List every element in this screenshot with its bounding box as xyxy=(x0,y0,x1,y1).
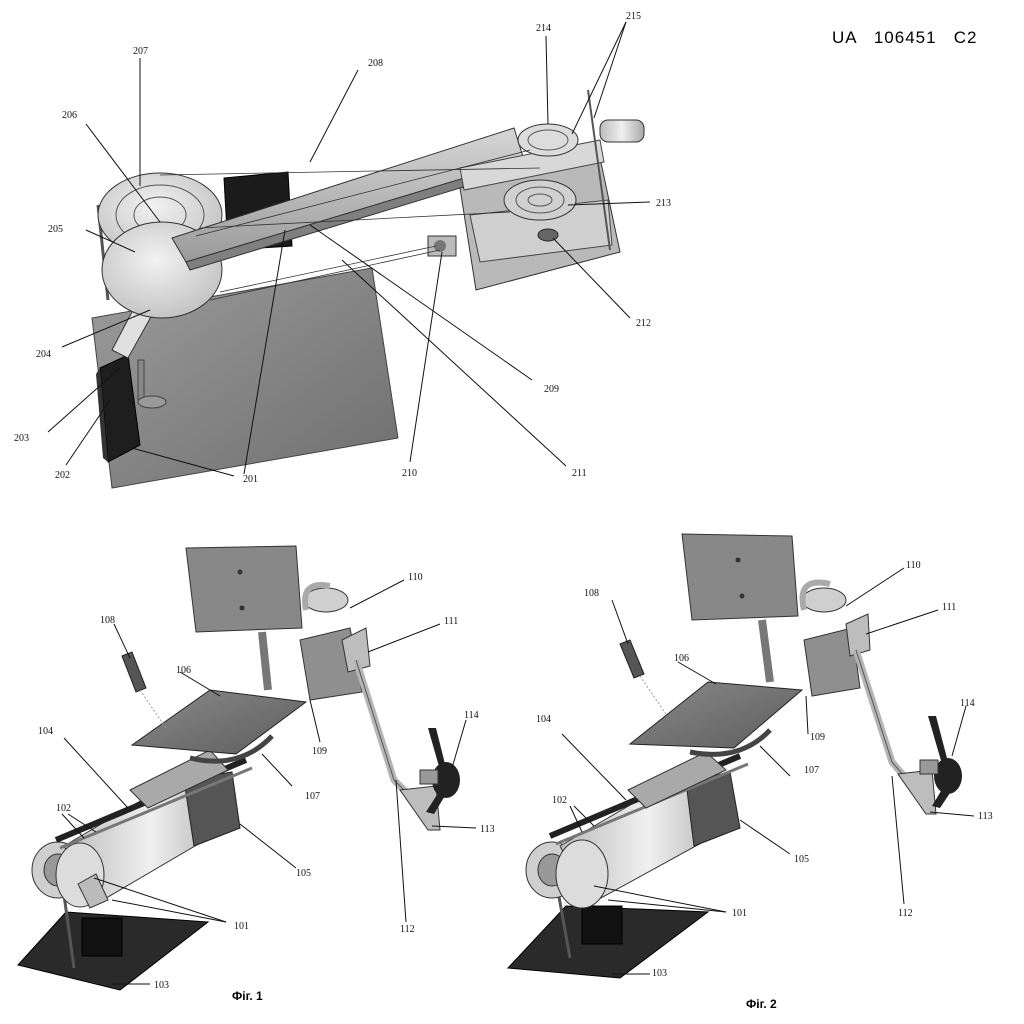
label-113: 113 xyxy=(480,824,495,835)
part-labels-top: 201 202 203 204 205 206 207 208 209 210 … xyxy=(14,11,671,485)
label-114: 114 xyxy=(464,710,479,721)
figure-2-apparatus xyxy=(506,533,962,979)
label-101: 101 xyxy=(234,921,249,932)
label-108: 108 xyxy=(584,588,599,599)
label-110: 110 xyxy=(408,572,423,583)
label-205: 205 xyxy=(48,224,63,235)
label-103: 103 xyxy=(154,980,169,991)
label-102: 102 xyxy=(552,795,567,806)
label-215: 215 xyxy=(626,11,641,22)
label-210: 210 xyxy=(402,468,417,479)
label-103: 103 xyxy=(652,968,667,979)
patent-number: UA 106451 C2 xyxy=(832,28,978,47)
label-107: 107 xyxy=(804,765,819,776)
label-201: 201 xyxy=(243,474,258,485)
label-208: 208 xyxy=(368,58,383,69)
label-206: 206 xyxy=(62,110,77,121)
label-108: 108 xyxy=(100,615,115,626)
label-202: 202 xyxy=(55,470,70,481)
label-101: 101 xyxy=(732,908,747,919)
label-211: 211 xyxy=(572,468,587,479)
part-labels-fig2: 101 102 103 104 105 106 107 108 109 110 … xyxy=(536,560,993,1011)
label-110: 110 xyxy=(906,560,921,571)
label-113: 113 xyxy=(978,811,993,822)
label-203: 203 xyxy=(14,433,29,444)
figure-top-apparatus xyxy=(91,89,645,489)
label-209: 209 xyxy=(544,384,559,395)
label-109: 109 xyxy=(810,732,825,743)
leader-lines-fig1 xyxy=(61,579,477,985)
label-106: 106 xyxy=(176,665,191,676)
figure-1-caption: Фіг. 1 xyxy=(232,989,263,1003)
label-102: 102 xyxy=(56,803,71,814)
label-112: 112 xyxy=(400,924,415,935)
label-105: 105 xyxy=(296,868,311,879)
figure-2-caption: Фіг. 2 xyxy=(746,997,777,1011)
label-105: 105 xyxy=(794,854,809,865)
label-207: 207 xyxy=(133,46,148,57)
part-labels-fig1: 101 102 103 104 105 106 107 108 109 110 … xyxy=(38,572,495,1003)
label-104: 104 xyxy=(536,714,551,725)
label-109: 109 xyxy=(312,746,327,757)
label-107: 107 xyxy=(305,791,320,802)
label-114: 114 xyxy=(960,698,975,709)
label-106: 106 xyxy=(674,653,689,664)
leader-lines-top xyxy=(47,21,651,477)
label-111: 111 xyxy=(942,602,956,613)
leader-lines-fig2 xyxy=(561,567,975,975)
label-204: 204 xyxy=(36,349,51,360)
label-213: 213 xyxy=(656,198,671,209)
label-212: 212 xyxy=(636,318,651,329)
label-111: 111 xyxy=(444,616,458,627)
label-112: 112 xyxy=(898,908,913,919)
label-214: 214 xyxy=(536,23,551,34)
label-104: 104 xyxy=(38,726,53,737)
